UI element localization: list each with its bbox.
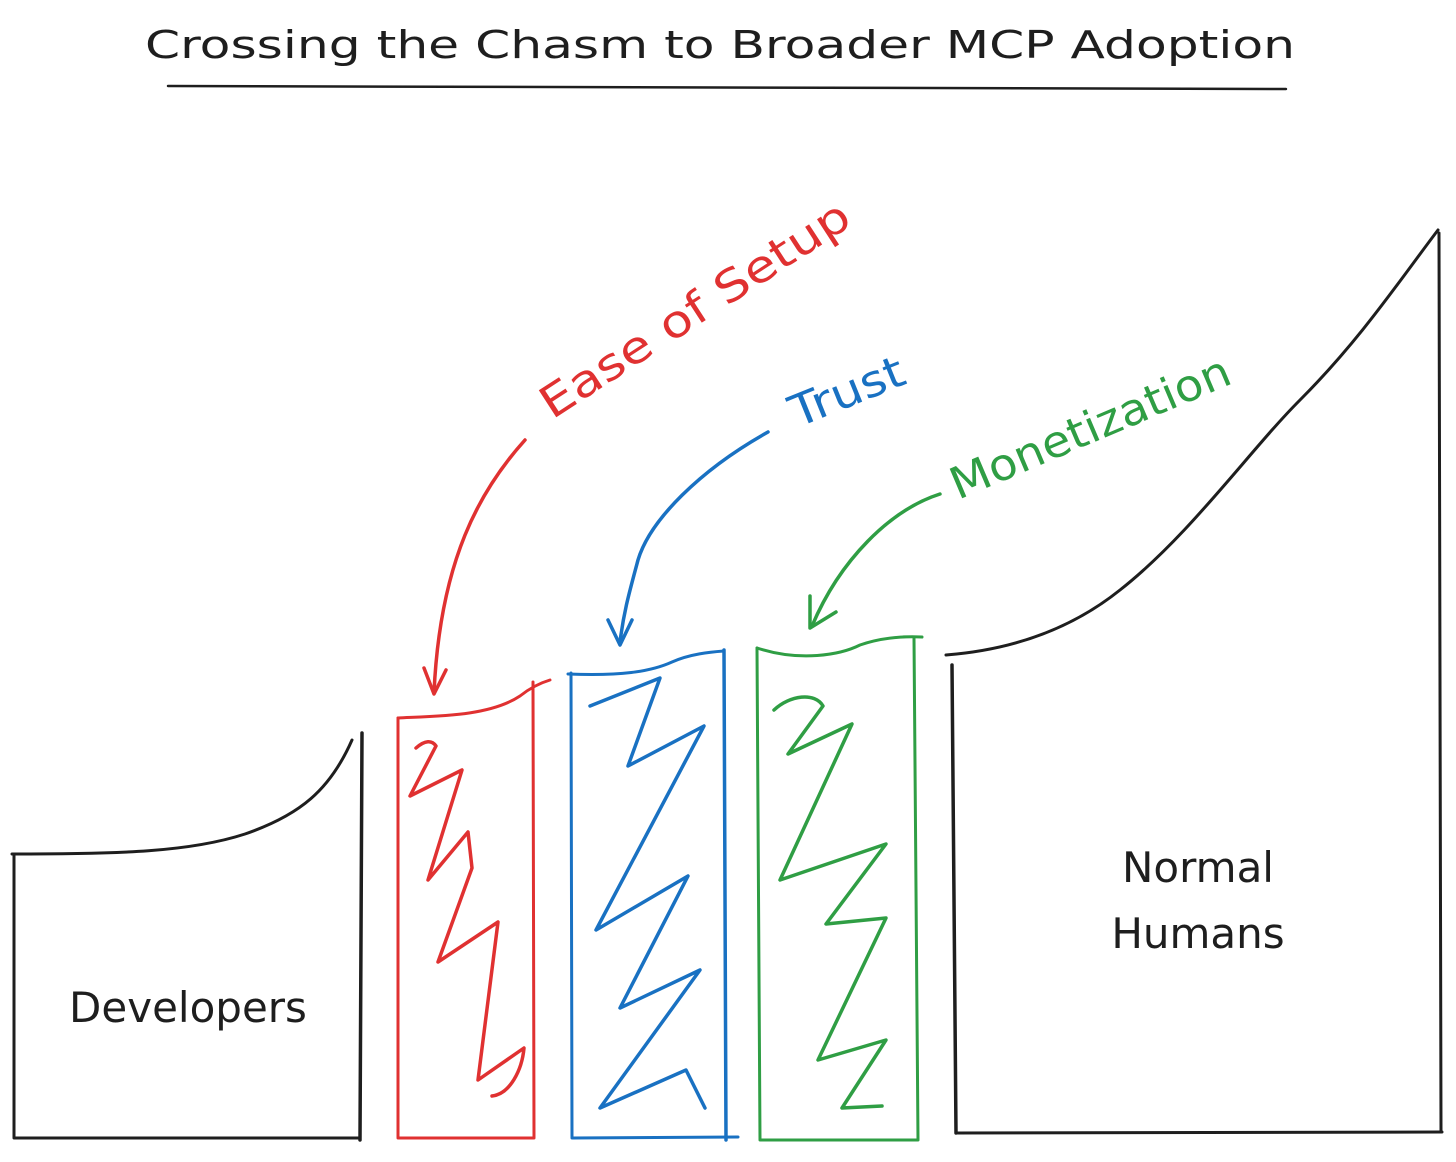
monetization-label: Monetization bbox=[942, 346, 1238, 510]
title-underline bbox=[166, 84, 1288, 91]
monetization-barrier: Monetization bbox=[755, 346, 1238, 1142]
normal-humans-block: Normal Humans bbox=[944, 228, 1444, 1135]
developers-label: Developers bbox=[69, 983, 307, 1032]
diagram-title: Crossing the Chasm to Broader MCP Adopti… bbox=[145, 23, 1295, 67]
developers-block: Developers bbox=[10, 731, 364, 1142]
normal-humans-label-line1: Normal bbox=[1122, 843, 1274, 892]
trust-barrier: Trust bbox=[566, 346, 912, 1142]
normal-humans-label-line2: Humans bbox=[1111, 909, 1284, 958]
trust-label: Trust bbox=[781, 346, 912, 439]
ease-of-setup-barrier: Ease of Setup bbox=[396, 190, 860, 1140]
